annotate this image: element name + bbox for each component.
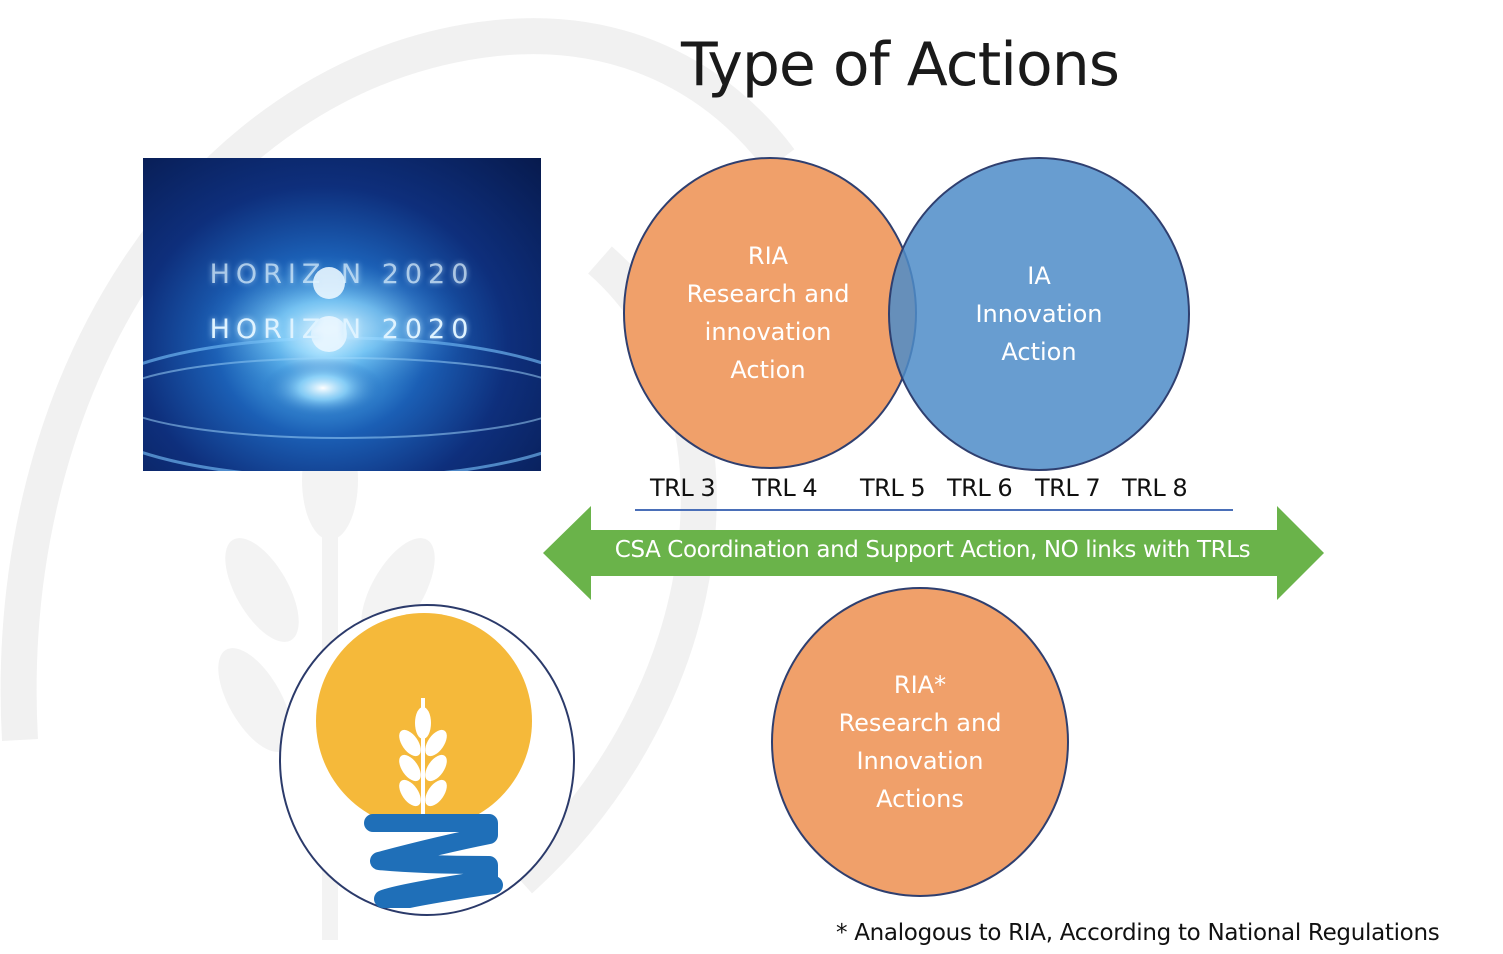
ia-circle: IA Innovation Action (888, 157, 1190, 471)
page-title: Type of Actions (560, 30, 1240, 100)
ria-line4: Action (730, 356, 806, 384)
horizon-glow-graphic (143, 258, 541, 471)
horizon-text-lower: HORIZ N 2020 (209, 314, 475, 345)
ria-circle (623, 157, 917, 469)
trl-label: TRL 8 (1122, 474, 1188, 502)
ria-star-circle: RIA* Research and Innovation Actions (771, 587, 1069, 897)
ria-line3: innovation (704, 318, 832, 346)
ia-title: IA (1027, 262, 1051, 290)
ria-label: RIA Research and innovation Action (623, 157, 917, 469)
csa-arrow-shape (543, 506, 1324, 600)
footnote: * Analogous to RIA, According to Nationa… (836, 920, 1440, 946)
ria-star-line4: Actions (876, 785, 964, 813)
page-title-text: Type of Actions (681, 30, 1120, 100)
horizon-2020-image: HORIZ N 2020 HORIZ N 2020 (143, 158, 541, 471)
trl-label: TRL 7 (1035, 474, 1101, 502)
ria-title: RIA (747, 242, 789, 270)
trl-scale-line (635, 509, 1233, 511)
ia-line2: Innovation (975, 300, 1103, 328)
trl-label: TRL 4 (752, 474, 818, 502)
ria-star-title: RIA* (893, 671, 947, 699)
trl-label: TRL 5 (860, 474, 926, 502)
horizon-text-upper: HORIZ N 2020 (209, 259, 475, 290)
csa-double-arrow (543, 506, 1324, 600)
ria-line2: Research and (686, 280, 850, 308)
trl-label: TRL 6 (947, 474, 1013, 502)
trl-label: TRL 3 (650, 474, 716, 502)
ria-star-line3: Innovation (856, 747, 984, 775)
wheat-sun-logo-icon (279, 604, 575, 916)
ia-line3: Action (1001, 338, 1077, 366)
ria-star-line2: Research and (838, 709, 1002, 737)
csa-arrow-label: CSA Coordination and Support Action, NO … (614, 537, 1251, 563)
